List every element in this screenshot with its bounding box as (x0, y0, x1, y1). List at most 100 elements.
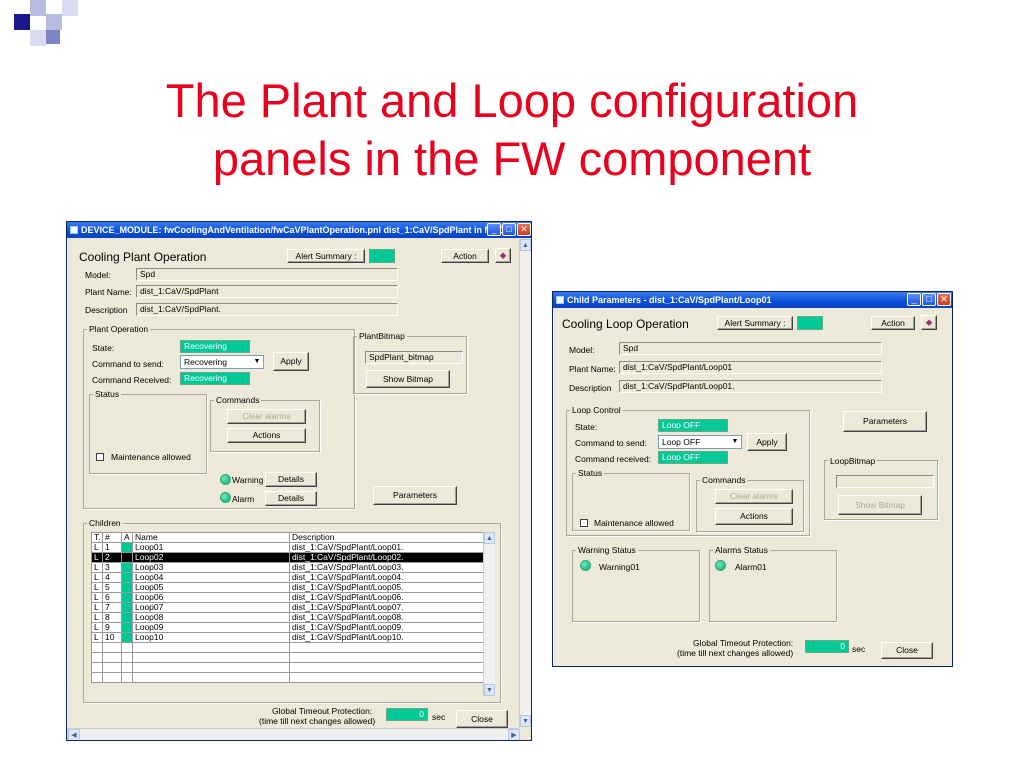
maximize-icon[interactable]: □ (922, 293, 936, 306)
alarm-indicator-cell (121, 592, 133, 603)
scroll-up-icon[interactable]: ▲ (484, 532, 495, 544)
window-horizontal-scrollbar[interactable]: ◀ ▶ (67, 728, 520, 740)
show-bitmap-button[interactable]: Show Bitmap (838, 495, 922, 515)
status-group (89, 394, 207, 474)
alert-summary-indicator (797, 316, 823, 330)
show-bitmap-button[interactable]: Show Bitmap (366, 370, 450, 388)
table-cell: Loop09 (132, 622, 290, 633)
action-button[interactable]: Action (441, 249, 489, 263)
column-header[interactable]: # (102, 532, 122, 543)
table-cell (132, 652, 290, 663)
loop-bitmap-title: LoopBitmap (828, 456, 878, 466)
chevron-down-icon[interactable]: ▼ (253, 358, 261, 365)
column-header[interactable]: Description (289, 532, 484, 543)
scroll-down-icon[interactable]: ▼ (520, 715, 531, 727)
loop-window-titlebar[interactable]: Child Parameters - dist_1:CaV/SpdPlant/L… (553, 292, 952, 308)
window-icon (70, 226, 78, 234)
children-scrollbar[interactable]: ▲ ▼ (483, 532, 495, 696)
close-button[interactable]: Close (456, 710, 508, 728)
command-select[interactable]: Recovering ▼ (180, 355, 264, 369)
commands-group (210, 400, 320, 452)
scroll-right-icon[interactable]: ▶ (508, 729, 520, 740)
scroll-left-icon[interactable]: ◀ (68, 729, 80, 740)
parameters-button[interactable]: Parameters (843, 411, 927, 432)
column-header[interactable]: T. (91, 532, 103, 543)
state-value: Loop OFF (658, 419, 728, 432)
close-button[interactable]: Close (881, 642, 933, 659)
table-cell: Loop07 (132, 602, 290, 613)
chevron-down-icon[interactable]: ▼ (731, 438, 739, 445)
decor-square (62, 0, 78, 16)
close-icon[interactable]: ✕ (517, 223, 531, 236)
table-cell: dist_1:CaV/SpdPlant/Loop01. (289, 542, 484, 553)
timeout-label: Global Timeout Protection: (272, 706, 373, 716)
command-select-value: Loop OFF (662, 437, 701, 447)
apply-button[interactable]: Apply (747, 433, 787, 451)
table-cell: L (91, 572, 103, 583)
column-header[interactable]: Name (132, 532, 290, 543)
maintenance-label: Maintenance allowed (594, 518, 674, 528)
slide-title-line2: panels in the FW component (212, 132, 812, 185)
table-cell: 9 (102, 622, 122, 633)
alert-summary-button[interactable]: Alert Summary : (287, 249, 365, 263)
alarms-status-group (709, 550, 837, 622)
timeout-value: 0 (805, 640, 849, 653)
alarm-indicator-cell (121, 542, 133, 553)
scroll-up-icon[interactable]: ▲ (520, 239, 531, 251)
table-cell: 7 (102, 602, 122, 613)
column-header[interactable]: A (121, 532, 133, 543)
table-row[interactable] (91, 662, 484, 673)
close-icon[interactable]: ✕ (937, 293, 951, 306)
action-button[interactable]: Action (871, 316, 915, 330)
child-parameters-window: Child Parameters - dist_1:CaV/SpdPlant/L… (552, 291, 953, 667)
model-field: Spd (619, 342, 882, 355)
apply-button[interactable]: Apply (273, 352, 309, 371)
alert-summary-button[interactable]: Alert Summary : (717, 316, 793, 330)
table-cell: L (91, 552, 103, 563)
actions-button[interactable]: Actions (227, 428, 306, 443)
minimize-icon[interactable]: _ (487, 223, 501, 236)
alarm-indicator-cell (121, 622, 133, 633)
table-row[interactable] (91, 652, 484, 663)
alarm-indicator-cell (121, 572, 133, 583)
table-cell (102, 672, 122, 683)
maintenance-checkbox[interactable] (96, 453, 104, 461)
command-to-send-label: Command to send: (92, 359, 164, 369)
plant-window-titlebar[interactable]: DEVICE_MODULE: fwCoolingAndVentilation/f… (67, 222, 531, 238)
clear-alarms-button[interactable]: Clear alarms (227, 409, 306, 424)
minimize-icon[interactable]: _ (907, 293, 921, 306)
parameters-button[interactable]: Parameters (373, 486, 457, 505)
window-icon (556, 296, 564, 304)
maintenance-checkbox[interactable] (580, 519, 588, 527)
alarm-led (220, 492, 231, 503)
table-cell: Loop06 (132, 592, 290, 603)
model-field: Spd (136, 268, 398, 281)
actions-button[interactable]: Actions (715, 508, 793, 525)
table-cell: Loop10 (132, 632, 290, 643)
help-book-icon[interactable]: ◆ (495, 248, 511, 263)
table-cell: L (91, 562, 103, 573)
help-book-icon[interactable]: ◆ (921, 315, 937, 330)
maximize-icon[interactable]: □ (502, 223, 516, 236)
alarm-details-button[interactable]: Details (265, 491, 317, 506)
clear-alarms-button[interactable]: Clear alarms (715, 489, 793, 504)
plant-operation-title: Plant Operation (87, 324, 151, 334)
table-row[interactable] (91, 642, 484, 653)
warning-details-button[interactable]: Details (265, 472, 317, 487)
window-vertical-scrollbar[interactable]: ▲ ▼ (519, 239, 531, 727)
command-select[interactable]: Loop OFF ▼ (658, 435, 742, 449)
plant-operation-window: DEVICE_MODULE: fwCoolingAndVentilation/f… (66, 221, 532, 741)
scroll-down-icon[interactable]: ▼ (484, 684, 495, 696)
table-cell (91, 672, 103, 683)
table-row[interactable] (91, 672, 484, 683)
